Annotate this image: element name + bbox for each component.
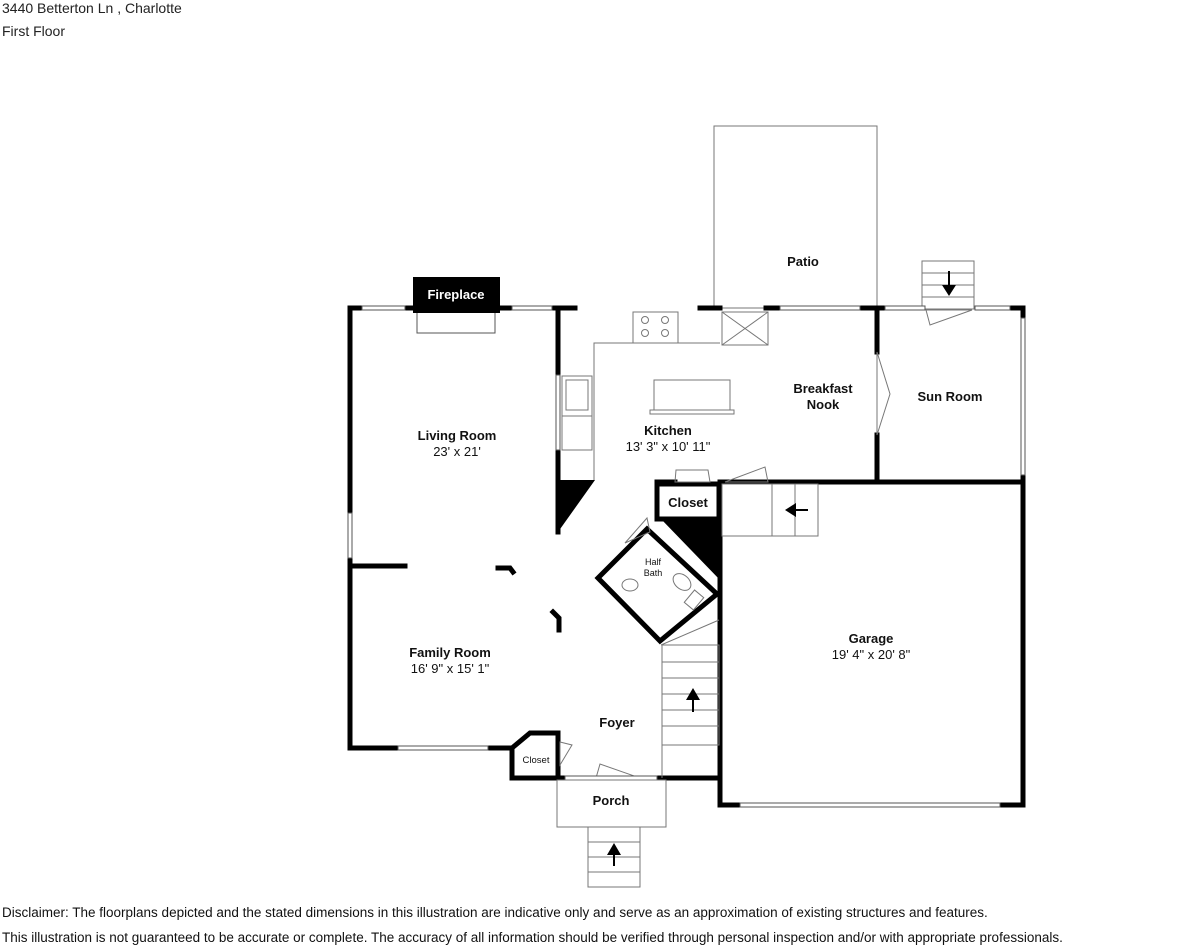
fireplace-label: Fireplace <box>427 287 484 302</box>
half-bath-label-line1: Half <box>645 557 662 567</box>
lower-closet <box>509 730 573 781</box>
exterior-walls <box>347 305 1026 808</box>
patio-outline <box>713 125 878 309</box>
property-address: 3440 Betterton Ln , Charlotte <box>2 0 182 16</box>
porch-label: Porch <box>593 793 630 808</box>
living-room-label: Living Room <box>418 428 497 443</box>
front-entry-threshold <box>564 775 658 781</box>
sunroom-door <box>876 351 891 436</box>
stair-arrow-icon <box>686 688 700 712</box>
windows <box>347 305 1026 808</box>
stair-arrow-icon <box>942 271 956 296</box>
disclaimer-line-1: Disclaimer: The floorplans depicted and … <box>2 905 988 920</box>
upper-closet <box>654 466 769 522</box>
main-staircase <box>660 619 720 778</box>
sunroom-exterior-door <box>925 309 973 326</box>
wall-wedge-left <box>558 480 595 532</box>
disclaimer-line-2: This illustration is not guaranteed to b… <box>2 930 1063 945</box>
sun-room-label: Sun Room <box>918 389 983 404</box>
family-room-dims: 16' 9" x 15' 1" <box>411 661 490 676</box>
kitchen-counters <box>561 342 720 480</box>
kitchen-dims: 13' 3" x 10' 11" <box>626 439 711 454</box>
living-room-dims: 23' x 21' <box>433 444 481 459</box>
lower-closet-label: Closet <box>523 755 550 766</box>
breakfast-nook-label-line2: Nook <box>807 397 840 412</box>
refrigerator <box>721 311 769 346</box>
sink-icon <box>621 578 639 592</box>
stove-icon <box>632 311 679 344</box>
interior-wall-stubs <box>495 565 562 633</box>
family-room-label: Family Room <box>409 645 491 660</box>
island-edge <box>649 409 735 415</box>
garage-dims: 19' 4" x 20' 8" <box>832 647 911 662</box>
kitchen-island <box>653 379 731 411</box>
sink-icon <box>565 379 589 411</box>
toilet-icon <box>672 573 705 611</box>
patio-label: Patio <box>787 254 819 269</box>
stair-arrow-icon <box>607 843 621 866</box>
foyer-label: Foyer <box>599 715 634 730</box>
garage-label: Garage <box>849 631 894 646</box>
fireplace-block <box>413 277 500 313</box>
upper-closet-label: Closet <box>668 495 708 510</box>
half-bath <box>594 516 721 645</box>
half-bath-label-line2: Bath <box>644 568 663 578</box>
breakfast-nook-label-line1: Breakfast <box>793 381 853 396</box>
kitchen-label: Kitchen <box>644 423 692 438</box>
floor-label: First Floor <box>2 23 65 39</box>
stair-arrow-icon <box>785 503 808 517</box>
